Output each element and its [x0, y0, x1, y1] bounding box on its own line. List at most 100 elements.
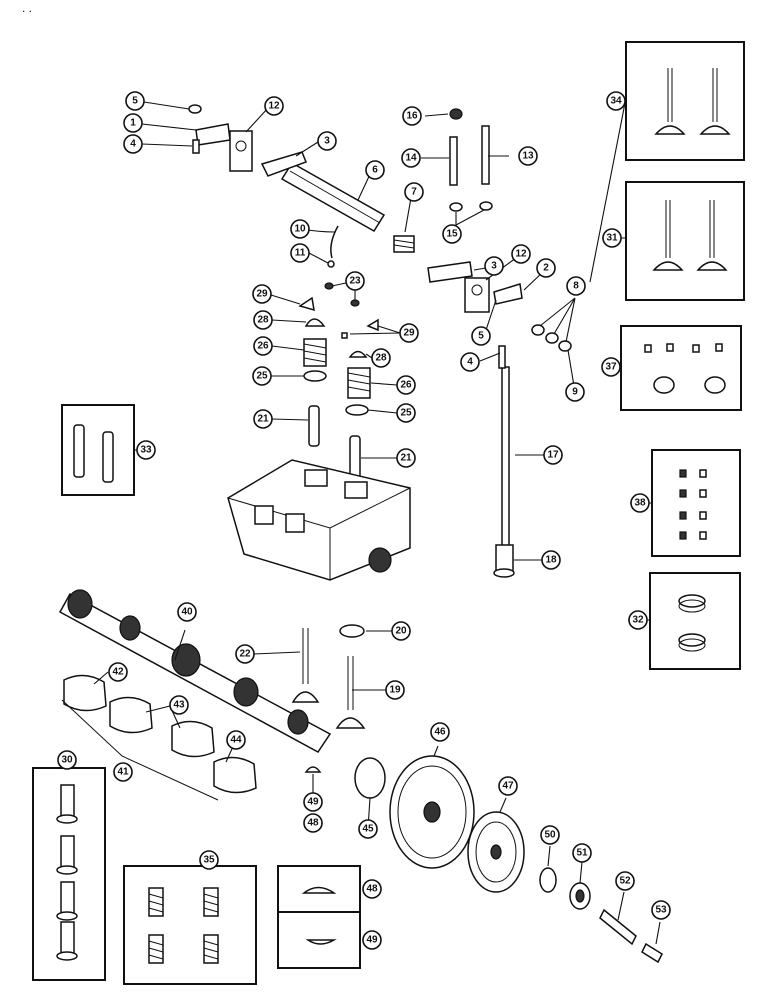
svg-text:12: 12 — [515, 249, 527, 260]
svg-text:4: 4 — [467, 357, 473, 368]
svg-text:13: 13 — [522, 151, 534, 162]
rocker-arm-left — [188, 104, 231, 154]
pushrod-13 — [481, 125, 490, 185]
oil-tube-10 — [327, 225, 339, 268]
kit-box-34-exhaust-valves — [625, 41, 745, 161]
callout-17: 17 — [543, 445, 563, 465]
thrust-washer-45 — [354, 757, 386, 799]
callout-5a: 5 — [125, 91, 145, 111]
callout-52: 52 — [615, 871, 635, 891]
valve-group-left — [298, 282, 334, 447]
callout-21a: 21 — [253, 409, 273, 429]
svg-text:29: 29 — [256, 289, 268, 300]
callout-29a: 29 — [252, 284, 272, 304]
svg-text:42: 42 — [112, 667, 124, 678]
callout-41: 41 — [113, 762, 133, 782]
callout-18: 18 — [541, 550, 561, 570]
svg-text:19: 19 — [389, 685, 401, 696]
callout-44: 44 — [226, 730, 246, 750]
svg-text:52: 52 — [619, 876, 631, 887]
svg-text:3: 3 — [491, 261, 497, 272]
svg-text:26: 26 — [400, 380, 412, 391]
callout-22: 22 — [235, 644, 255, 664]
svg-text:18: 18 — [545, 555, 557, 566]
svg-text:4: 4 — [130, 139, 136, 150]
callout-50: 50 — [540, 825, 560, 845]
svg-text:23: 23 — [349, 276, 361, 287]
callout-40: 40 — [177, 602, 197, 622]
callout-9: 9 — [565, 382, 585, 402]
callout-16: 16 — [402, 106, 422, 126]
svg-text:10: 10 — [294, 224, 306, 235]
callout-19: 19 — [385, 680, 405, 700]
svg-text:33: 33 — [140, 445, 152, 456]
callout-49b: 49 — [362, 930, 382, 950]
callout-25a: 25 — [252, 366, 272, 386]
svg-text:46: 46 — [434, 727, 446, 738]
callout-46: 46 — [430, 722, 450, 742]
svg-text:21: 21 — [257, 414, 269, 425]
idler-gear-47 — [467, 811, 525, 893]
pushrod-17 — [498, 345, 510, 548]
valves-19-22 — [291, 628, 366, 729]
svg-text:51: 51 — [576, 848, 588, 859]
svg-text:8: 8 — [573, 281, 579, 292]
svg-text:5: 5 — [132, 96, 138, 107]
callout-38: 38 — [630, 493, 650, 513]
svg-text:35: 35 — [203, 855, 215, 866]
svg-text:7: 7 — [411, 187, 417, 198]
svg-text:17: 17 — [547, 450, 559, 461]
callout-4b: 4 — [460, 352, 480, 372]
svg-text:31: 31 — [606, 233, 618, 244]
spring-7 — [393, 235, 415, 253]
rocker-bracket-12-right — [464, 277, 490, 313]
rocker-arm-3-upper — [260, 151, 307, 177]
svg-text:50: 50 — [544, 830, 556, 841]
kit-box-35-springs — [123, 865, 257, 985]
callout-20: 20 — [391, 621, 411, 641]
callout-51: 51 — [572, 843, 592, 863]
callout-10: 10 — [290, 219, 310, 239]
callout-5b: 5 — [471, 326, 491, 346]
svg-text:28: 28 — [375, 353, 387, 364]
callout-11: 11 — [290, 243, 310, 263]
svg-text:44: 44 — [230, 735, 242, 746]
svg-text:26: 26 — [257, 341, 269, 352]
washers-15 — [449, 201, 493, 212]
cylinder-head — [227, 459, 411, 581]
nut-16 — [449, 108, 463, 120]
callout-28a: 28 — [253, 310, 273, 330]
svg-text:47: 47 — [502, 781, 514, 792]
callout-45: 45 — [358, 819, 378, 839]
svg-text:29: 29 — [403, 328, 415, 339]
rocker-bracket-12-left — [229, 130, 253, 172]
svg-text:32: 32 — [632, 615, 644, 626]
callout-42: 42 — [108, 662, 128, 682]
callout-31: 31 — [602, 228, 622, 248]
washer-50 — [539, 867, 557, 893]
callout-53: 53 — [651, 900, 671, 920]
svg-text:5: 5 — [478, 331, 484, 342]
svg-text:30: 30 — [61, 755, 73, 766]
svg-text:43: 43 — [173, 700, 185, 711]
callout-48b: 48 — [362, 879, 382, 899]
callout-28b: 28 — [371, 348, 391, 368]
cam-gear-46 — [389, 755, 475, 869]
kit-box-38-keepers — [651, 449, 741, 557]
svg-text:49: 49 — [307, 797, 319, 808]
callout-4a: 4 — [123, 134, 143, 154]
svg-text:40: 40 — [181, 607, 193, 618]
callout-32: 32 — [628, 610, 648, 630]
oring-seals-8 — [531, 324, 572, 352]
callout-8: 8 — [566, 276, 586, 296]
callout-3b: 3 — [484, 256, 504, 276]
svg-text:45: 45 — [362, 824, 374, 835]
svg-text:48: 48 — [366, 884, 378, 895]
callout-14: 14 — [401, 148, 421, 168]
rocker-shaft — [280, 161, 386, 233]
tappet-18 — [493, 544, 515, 578]
svg-text:37: 37 — [605, 362, 617, 373]
svg-text:1: 1 — [130, 118, 136, 129]
callout-2: 2 — [536, 258, 556, 278]
callout-33: 33 — [136, 440, 156, 460]
